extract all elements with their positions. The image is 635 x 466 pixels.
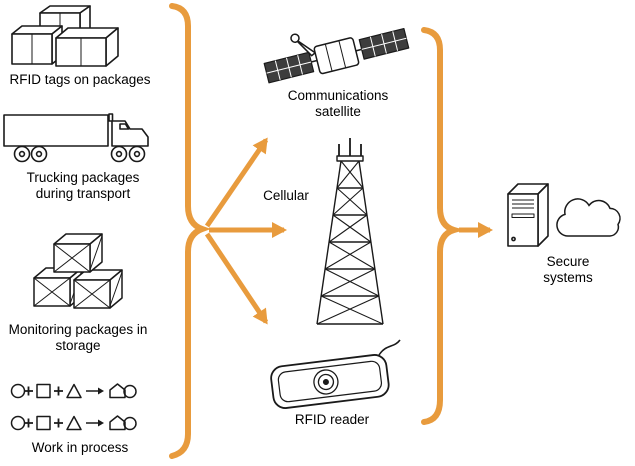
secure-systems-icon	[507, 183, 621, 247]
label-rfid-tags-on-packages: RFID tags on packages	[9, 72, 151, 87]
work-in-process-icon	[10, 383, 137, 431]
crates-icon	[33, 233, 123, 309]
label-monitoring-packages: Monitoring packages in storage	[8, 322, 148, 354]
label-communications-satellite: Communications satellite	[287, 88, 389, 120]
satellite-icon	[263, 27, 410, 84]
truck-icon	[3, 113, 149, 163]
label-trucking-packages: Trucking packages during transport	[26, 170, 140, 202]
cell-tower-icon	[316, 138, 384, 325]
label-rfid-reader: RFID reader	[294, 412, 370, 427]
rfid-reader-icon	[270, 339, 401, 409]
arrow-to-rfid-reader	[204, 232, 269, 325]
label-cellular: Cellular	[263, 188, 309, 203]
label-secure-systems: Secure systems	[543, 254, 593, 286]
label-work-in-process: Work in process	[31, 440, 129, 455]
packages-icon	[11, 5, 119, 67]
right-brace	[421, 27, 465, 425]
left-brace	[169, 3, 211, 459]
arrow-to-satellite	[204, 137, 269, 228]
